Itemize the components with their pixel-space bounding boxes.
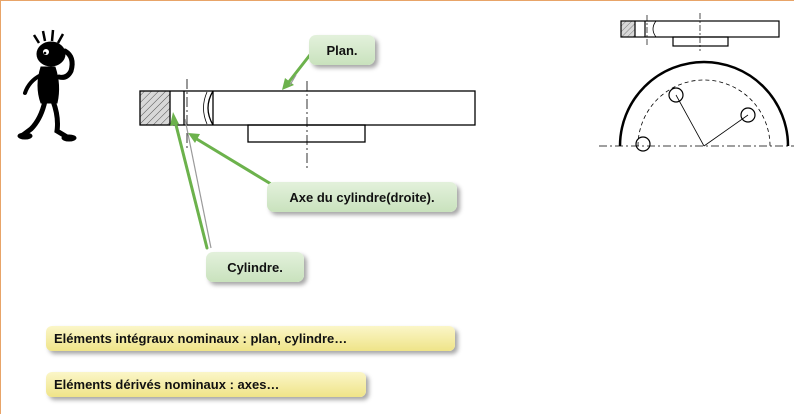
plate-outline (139, 90, 476, 126)
note-derives: Eléments dérivés nominaux : axes… (46, 372, 366, 397)
note-integraux-label: Eléments intégraux nominaux : plan, cyli… (54, 331, 348, 346)
main-part-drawing (139, 79, 476, 169)
callout-plan-label: Plan. (326, 42, 358, 58)
note-derives-label: Eléments dérivés nominaux : axes… (54, 377, 280, 392)
callout-plan: Plan. (309, 35, 375, 65)
hatched-section (140, 91, 170, 125)
callout-axe-label: Axe du cylindre(droite). (289, 189, 435, 205)
note-integraux: Eléments intégraux nominaux : plan, cyli… (46, 326, 455, 351)
plan-arrow (286, 49, 315, 85)
side-view-drawing (599, 13, 794, 152)
callout-axe-cylindre: Axe du cylindre(droite). (267, 182, 457, 212)
leader-arrows (170, 49, 315, 250)
callout-cylindre: Cylindre. (206, 252, 304, 282)
axe-arrow (193, 136, 273, 186)
callout-cylindre-label: Cylindre. (227, 259, 283, 275)
boss-outline (247, 124, 366, 143)
cylindre-arrow (173, 119, 209, 250)
thinking-character-icon (17, 29, 77, 142)
